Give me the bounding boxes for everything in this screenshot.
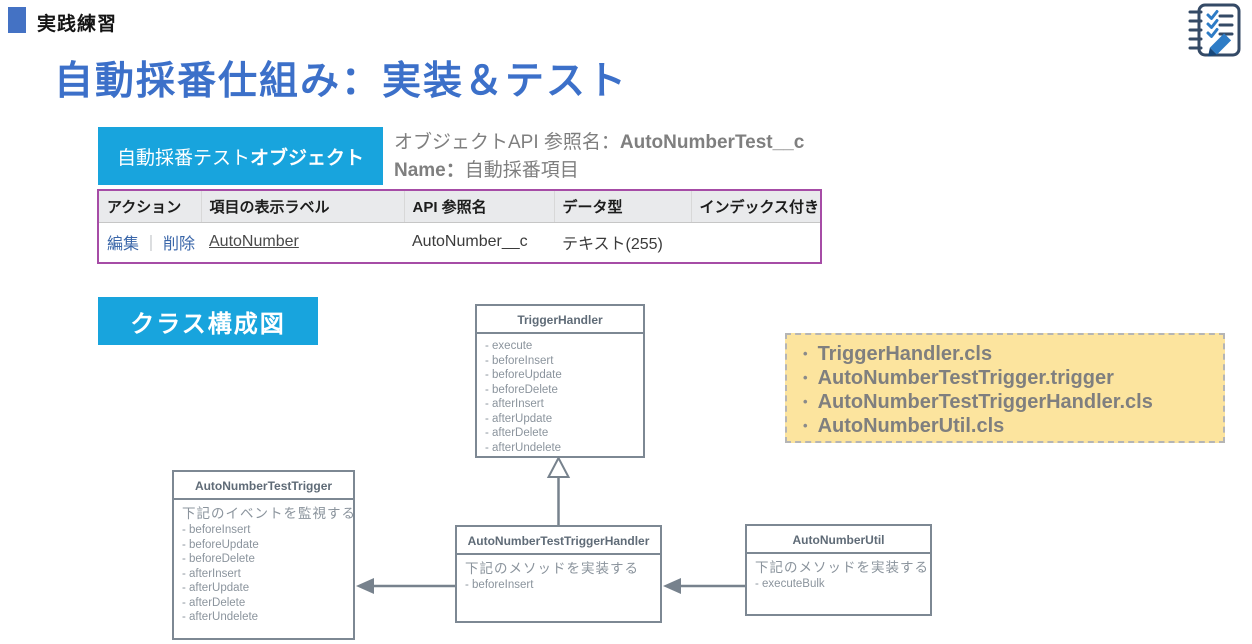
object-api-label: オブジェクトAPI 参照名：: [394, 132, 620, 153]
class-method: - beforeDelete: [485, 383, 558, 396]
object-info: オブジェクトAPI 参照名：AutoNumberTest__c Name：自動採…: [394, 129, 804, 185]
column-header-indexed: インデックス付き: [691, 190, 821, 223]
class-box-autonumbertesttriggerhandler: AutoNumberTestTriggerHandler 下記のメソッドを実装す…: [455, 525, 662, 623]
class-note: 下記のメソッドを実装する: [755, 560, 929, 575]
kicker-label: 実践練習: [37, 14, 118, 35]
data-type-cell: テキスト(255): [562, 236, 663, 253]
action-cell: 編集｜削除: [98, 223, 201, 264]
class-method: - beforeDelete: [182, 553, 255, 565]
object-api-line: オブジェクトAPI 参照名：AutoNumberTest__c: [394, 129, 804, 157]
class-method: - beforeInsert: [182, 524, 251, 536]
column-header-api-name: API 参照名: [404, 190, 555, 223]
object-api-value: AutoNumberTest__c: [619, 132, 805, 153]
file-list-item: AutoNumberTestTrigger.trigger: [799, 366, 1211, 390]
class-method: - afterDelete: [182, 596, 246, 609]
field-label-link[interactable]: AutoNumber: [209, 233, 299, 250]
class-method: - execute: [485, 340, 533, 352]
object-name-value: 自動採番項目: [464, 160, 579, 181]
class-method: - afterUpdate: [182, 582, 250, 594]
field-table: アクション 項目の表示ラベル API 参照名 データ型 インデックス付き 編集｜…: [97, 189, 822, 264]
arrowhead-right-icon: [663, 578, 681, 594]
page-title: 自動採番仕組み：実装＆テスト: [54, 60, 629, 103]
files-list-box: TriggerHandler.cls AutoNumberTestTrigger…: [785, 333, 1225, 443]
api-name-cell: AutoNumber__c: [412, 233, 528, 250]
object-name-label: Name：: [394, 160, 465, 181]
class-method: - beforeUpdate: [182, 538, 259, 551]
delete-link[interactable]: 削除: [163, 236, 196, 253]
column-header-data-type: データ型: [554, 190, 692, 223]
class-box-autonumbertesttrigger: AutoNumberTestTrigger 下記のイベントを監視する - bef…: [172, 470, 355, 640]
class-title: AutoNumberUtil: [747, 526, 930, 554]
object-label-regular: 自動採番テスト: [116, 147, 250, 169]
inheritance-triangle-icon: [546, 455, 571, 478]
object-label-box: 自動採番テストオブジェクト: [98, 127, 383, 185]
edit-link[interactable]: 編集: [107, 236, 140, 253]
class-title: AutoNumberTestTriggerHandler: [457, 527, 660, 555]
object-name-line: Name：自動採番項目: [394, 157, 804, 185]
class-method: - afterInsert: [485, 398, 544, 410]
class-method: - afterUpdate: [485, 412, 553, 425]
class-method: - afterDelete: [485, 427, 549, 439]
arrowhead-left-icon: [356, 578, 374, 594]
field-table-header-row: アクション 項目の表示ラベル API 参照名 データ型 インデックス付き: [98, 190, 821, 223]
class-method: - afterUndelete: [485, 441, 562, 454]
field-label-cell: AutoNumber: [201, 223, 404, 264]
class-diagram-section-label: クラス構成図: [98, 297, 318, 345]
class-title: TriggerHandler: [477, 306, 643, 334]
column-header-action: アクション: [98, 190, 202, 223]
class-method: - executeBulk: [755, 578, 825, 590]
class-method: - beforeUpdate: [485, 369, 562, 381]
table-row: 編集｜削除 AutoNumber AutoNumber__c テキスト(255): [98, 223, 821, 264]
class-box-autonumberutil: AutoNumberUtil 下記のメソッドを実装する - executeBul…: [745, 524, 932, 616]
class-method: - afterInsert: [182, 567, 241, 580]
indexed-cell: [691, 223, 821, 264]
class-box-triggerhandler: TriggerHandler - execute - beforeInsert …: [475, 304, 645, 458]
file-list-item: AutoNumberTestTriggerHandler.cls: [799, 390, 1211, 414]
notebook-checklist-icon: [1188, 3, 1241, 57]
file-list-item: TriggerHandler.cls: [799, 342, 1211, 366]
action-separator: ｜: [143, 236, 160, 253]
class-title: AutoNumberTestTrigger: [174, 472, 353, 500]
class-method: - beforeInsert: [465, 579, 534, 591]
file-list-item: AutoNumberUtil.cls: [799, 414, 1211, 438]
object-label-bold: オブジェクト: [250, 147, 365, 169]
class-method: - afterUndelete: [182, 611, 259, 623]
column-header-label: 項目の表示ラベル: [201, 190, 405, 223]
class-note: 下記のイベントを監視する: [182, 506, 355, 521]
class-note: 下記のメソッドを実装する: [465, 561, 639, 576]
class-method: - beforeInsert: [485, 354, 554, 367]
kicker-square: [8, 7, 26, 33]
